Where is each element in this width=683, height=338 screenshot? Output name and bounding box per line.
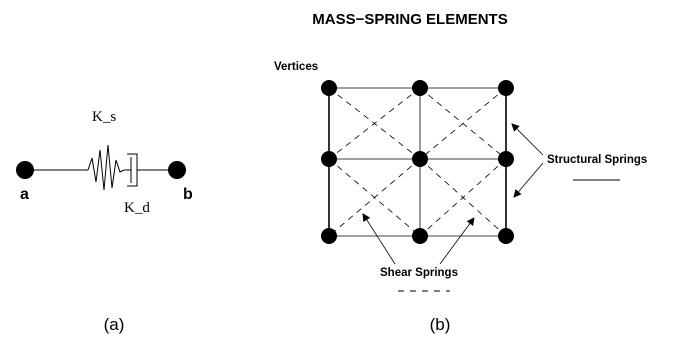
mass-a [16, 161, 34, 179]
vertex [412, 151, 428, 167]
panel-b: Vertices Structural Springs Shear Spring… [274, 61, 647, 334]
vertices-label: Vertices [274, 61, 318, 73]
vertices [321, 80, 514, 244]
vertex [412, 228, 428, 244]
structural-arrow-upper [511, 123, 544, 156]
vertex [321, 80, 337, 96]
shear-springs-label: Shear Springs [380, 267, 458, 279]
panel-a: a b K_s K_d (a) [16, 109, 193, 334]
shear-springs [328, 87, 507, 237]
damper-constant-label: K_d [124, 200, 150, 216]
shear-spring [328, 87, 421, 160]
vertex [498, 80, 514, 96]
shear-spring [419, 158, 507, 237]
vertex [498, 151, 514, 167]
caption-a: (a) [104, 315, 125, 334]
shear-spring [419, 87, 507, 160]
shear-spring [328, 158, 421, 237]
node-a-label: a [20, 186, 29, 203]
shear-arrow-right [439, 217, 475, 265]
spring-constant-label: K_s [92, 109, 116, 125]
shear-arrow-left [362, 213, 396, 265]
structural-springs-label: Structural Springs [547, 154, 647, 166]
node-b-label: b [183, 186, 193, 203]
vertex [321, 151, 337, 167]
mass-b [168, 161, 186, 179]
vertex [498, 228, 514, 244]
structural-arrow-lower [513, 162, 544, 198]
vertex [321, 228, 337, 244]
caption-b: (b) [430, 315, 451, 334]
spring-zigzag [87, 144, 125, 191]
vertex [412, 80, 428, 96]
diagram-title: MASS−SPRING ELEMENTS [312, 11, 507, 28]
